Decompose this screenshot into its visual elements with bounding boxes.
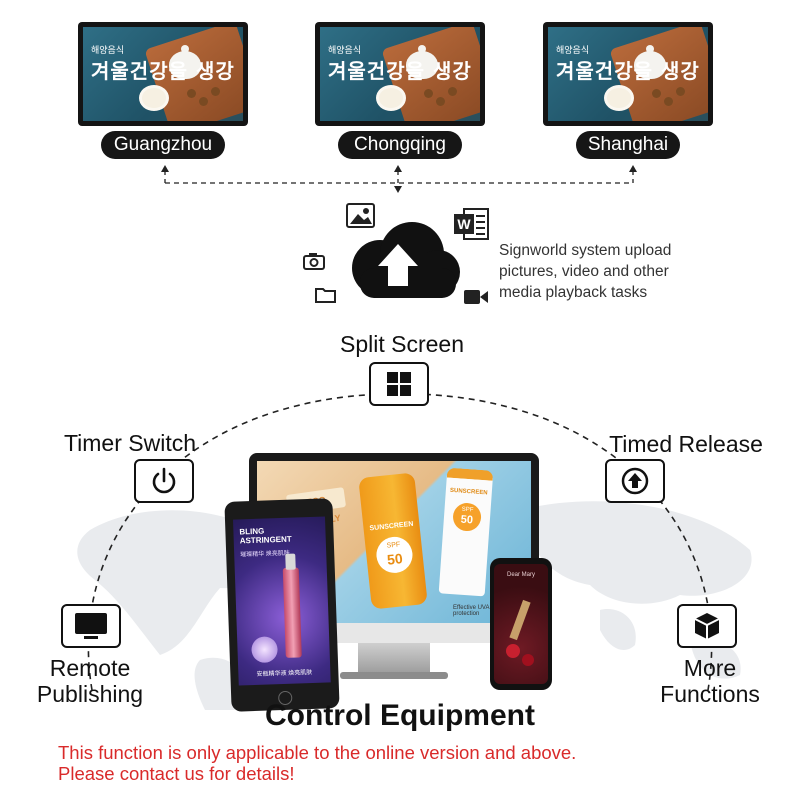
split-screen-button[interactable] <box>369 362 429 406</box>
tablet-device: BLING ASTRINGENT 璀璨精华 焕亮肌肤 安瓶精华液 焕亮肌肤 <box>224 498 340 712</box>
city-connector-lines <box>161 165 637 193</box>
city-label-chongqing: Chongqing <box>338 131 462 159</box>
serum-bottle <box>282 567 302 658</box>
city-label-guangzhou: Guangzhou <box>101 131 225 159</box>
grid-icon <box>387 372 411 396</box>
availability-note: This function is only applicable to the … <box>58 742 577 784</box>
camera-icon <box>303 253 325 270</box>
monitor-caption: Effective UVA UVB protection <box>453 605 504 617</box>
timer-switch-button[interactable] <box>134 459 194 503</box>
cloud-upload-icon <box>352 222 460 298</box>
svg-text:W: W <box>457 216 471 232</box>
remote-publishing-label: Remote Publishing <box>36 655 144 707</box>
image-icon <box>346 203 375 228</box>
more-functions-button[interactable] <box>677 604 737 648</box>
cube-icon <box>694 613 720 639</box>
timer-switch-label: Timer Switch <box>63 430 197 456</box>
more-functions-label: More Functions <box>660 655 760 707</box>
timed-release-button[interactable] <box>605 459 665 503</box>
upload-circle-icon <box>621 467 649 495</box>
video-icon <box>464 290 488 304</box>
city-label-shanghai: Shanghai <box>576 131 680 159</box>
folder-icon <box>315 288 336 303</box>
word-document-icon: W <box>454 208 489 240</box>
control-equipment-title: Control Equipment <box>265 699 535 732</box>
split-screen-label: Split Screen <box>339 331 464 357</box>
monitor-base <box>340 672 448 679</box>
monitor-icon <box>75 613 107 639</box>
sunscreen-bottle: SUNSCREEN SPF 50 <box>358 472 428 610</box>
remote-publishing-button[interactable] <box>61 604 121 648</box>
timed-release-label: Timed Release <box>609 431 763 457</box>
phone-device: Dear Mary <box>490 558 552 690</box>
monitor-stand <box>358 643 430 673</box>
power-icon <box>152 467 176 494</box>
sunscreen-tube: SUNSCREEN SPF 50 <box>438 467 494 597</box>
upload-description: Signworld system upload pictures, video … <box>499 242 672 301</box>
